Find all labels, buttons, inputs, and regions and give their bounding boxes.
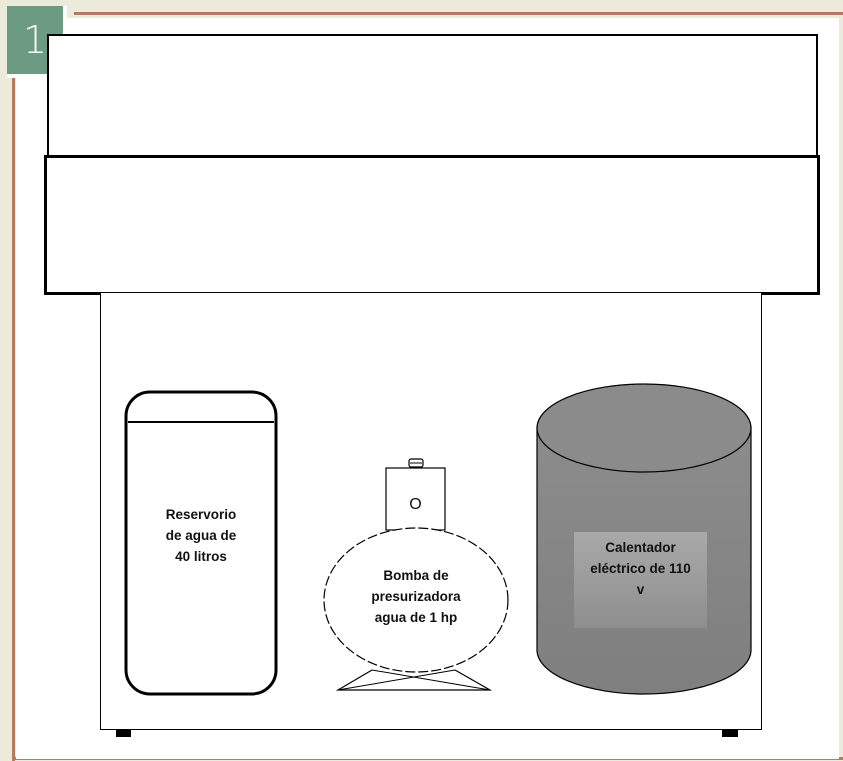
pump-body <box>323 527 509 673</box>
pump-stand <box>335 669 493 691</box>
frame-top-line <box>74 12 843 15</box>
reservoir-label-line-1: Reservorio <box>165 507 237 522</box>
pump-label-line-2: presurizadora <box>371 589 461 604</box>
heater-label-line-1: Calentador <box>605 540 676 555</box>
heater-label-line-3: v <box>636 582 645 597</box>
heater-cylinder-top <box>536 383 752 473</box>
heater-label-plate <box>574 532 707 628</box>
heater-label-line-2: eléctrico de 110 <box>590 561 691 576</box>
heater-label: Calentador eléctrico de 110 v <box>572 537 709 600</box>
pump-label-line-3: agua de 1 hp <box>374 610 458 625</box>
pump-label-line-1: Bomba de <box>383 568 449 583</box>
cabinet-middle-box <box>44 155 820 295</box>
pump-motor-box <box>385 467 446 531</box>
cabinet-top-box <box>47 34 818 160</box>
pump-symbol: O <box>409 496 422 513</box>
reservoir-tank <box>124 390 278 696</box>
reservoir-label-line-2: de agua de <box>165 528 237 543</box>
reservoir-label: Reservorio de agua de 40 litros <box>138 504 264 567</box>
reservoir-label-line-3: 40 litros <box>175 549 227 564</box>
frame-left-line <box>12 78 15 761</box>
pump-label: Bomba de presurizadora agua de 1 hp <box>346 565 486 628</box>
cabinet-foot-right <box>722 729 738 737</box>
cabinet-foot-left <box>116 729 131 737</box>
